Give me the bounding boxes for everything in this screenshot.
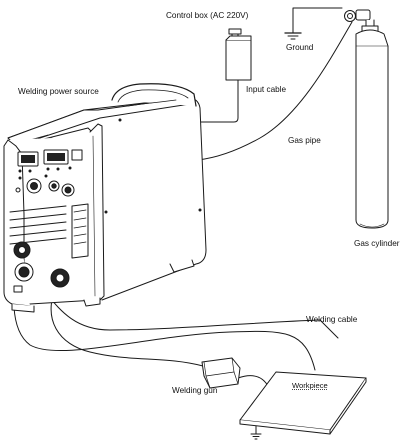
torch-cable-outer — [44, 291, 339, 339]
label-welding-gun: Welding gun — [172, 386, 218, 395]
label-control-box: Control box (AC 220V) — [166, 11, 249, 20]
welding-gun-icon — [201, 357, 241, 389]
label-gas-pipe: Gas pipe — [288, 136, 321, 145]
ground-wire — [292, 7, 343, 28]
input-cable — [195, 79, 239, 123]
welding-machine-icon — [3, 83, 207, 313]
label-gas-cylinder: Gas cylinder — [354, 239, 400, 248]
workpiece-plate-icon — [239, 371, 367, 440]
label-welding-power-source: Welding power source — [18, 87, 99, 96]
welding-cable — [13, 249, 316, 371]
ground-symbol-icon — [284, 26, 302, 40]
label-workpiece: Workpiece — [292, 381, 328, 390]
label-ground: Ground — [286, 43, 314, 52]
control-box-icon — [225, 28, 252, 81]
gas-cylinder-icon — [344, 9, 389, 229]
gun-cable — [50, 281, 204, 367]
label-welding-cable: Welding cable — [306, 315, 358, 324]
label-input-cable: Input cable — [246, 85, 287, 94]
gas-pipe — [197, 21, 353, 161]
